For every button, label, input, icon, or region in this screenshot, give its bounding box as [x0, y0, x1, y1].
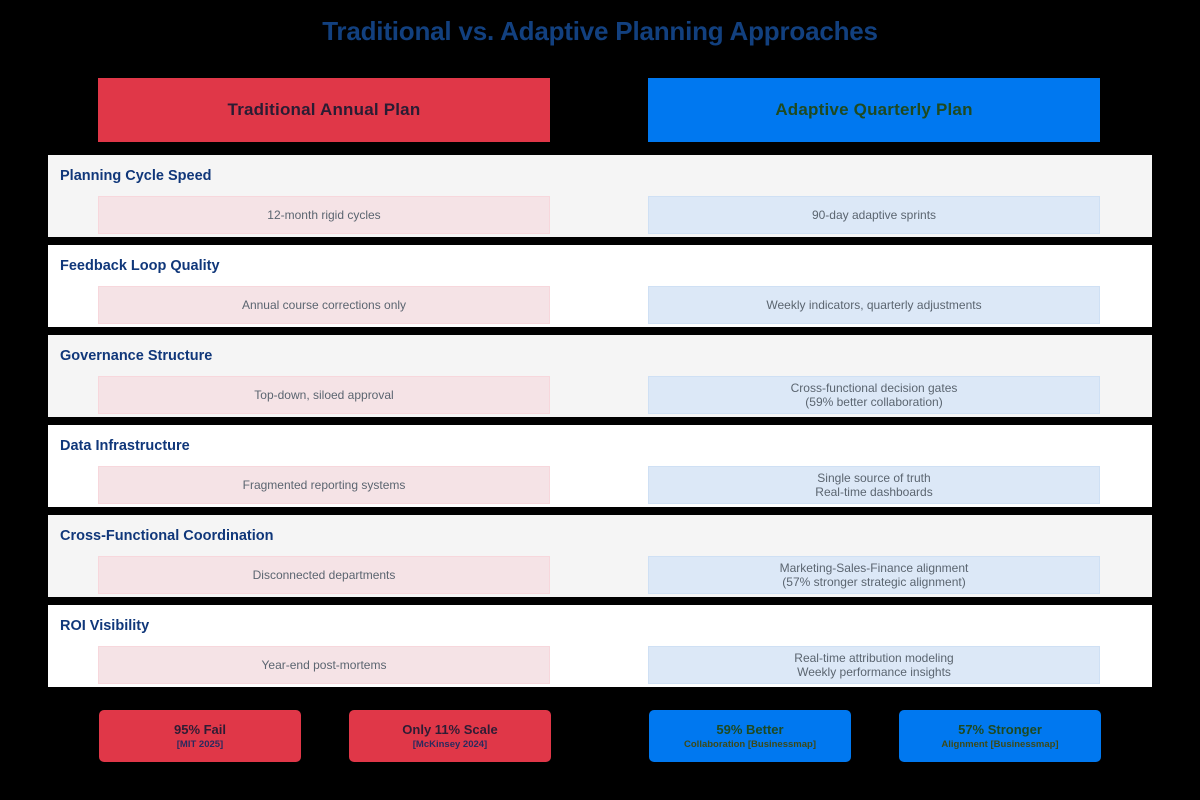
cell-adaptive: 90-day adaptive sprints	[648, 196, 1100, 234]
stat-source: [MIT 2025]	[176, 738, 224, 750]
column-header-adaptive: Adaptive Quarterly Plan	[648, 78, 1100, 142]
cell-line: Cross-functional decision gates	[790, 381, 958, 395]
cell-traditional: Annual course corrections only	[98, 286, 550, 324]
stat-headline: 57% Stronger	[958, 721, 1042, 737]
column-header-bar: Traditional Annual Plan Adaptive Quarter…	[0, 78, 1200, 142]
cell-line: Real-time attribution modeling	[794, 651, 954, 665]
stat-badge-row: 95% Fail[MIT 2025] Only 11% Scale[McKinse…	[0, 710, 1200, 762]
stat-source: [McKinsey 2024]	[412, 738, 488, 750]
cell-line: Marketing-Sales-Finance alignment	[779, 561, 969, 575]
stat-badge[interactable]: Only 11% Scale[McKinsey 2024]	[349, 710, 551, 762]
row-label: ROI Visibility	[60, 618, 150, 634]
cell-line: Fragmented reporting systems	[242, 478, 406, 492]
cell-line: Disconnected departments	[252, 568, 396, 582]
cell-line: 90-day adaptive sprints	[811, 208, 937, 222]
row-label: Data Infrastructure	[60, 438, 190, 454]
cell-line: Year-end post-mortems	[261, 658, 387, 672]
cell-line: Weekly indicators, quarterly adjustments	[766, 298, 982, 312]
cell-traditional: Fragmented reporting systems	[98, 466, 550, 504]
stat-source: Collaboration [Businessmap]	[684, 738, 816, 750]
stat-headline: 95% Fail	[173, 721, 227, 737]
comparison-row: Planning Cycle Speed 12-month rigid cycle…	[48, 155, 1152, 237]
stat-badge[interactable]: 95% Fail[MIT 2025]	[99, 710, 301, 762]
cell-line: (57% stronger strategic alignment)	[782, 575, 966, 589]
cell-traditional: Disconnected departments	[98, 556, 550, 594]
row-label: Feedback Loop Quality	[60, 258, 220, 274]
stat-source: Alignment [Businessmap]	[941, 738, 1059, 750]
cell-line: Annual course corrections only	[241, 298, 407, 312]
cell-adaptive: Cross-functional decision gates(59% bett…	[648, 376, 1100, 414]
cell-line: Single source of truth	[817, 471, 931, 485]
column-header-traditional: Traditional Annual Plan	[98, 78, 550, 142]
cell-line: Top-down, siloed approval	[254, 388, 394, 402]
cell-line: 12-month rigid cycles	[267, 208, 381, 222]
comparison-rows: Planning Cycle Speed 12-month rigid cycle…	[48, 155, 1152, 695]
stat-headline: Only 11% Scale	[402, 721, 498, 737]
row-label: Cross-Functional Coordination	[60, 528, 274, 544]
cell-adaptive: Weekly indicators, quarterly adjustments	[648, 286, 1100, 324]
cell-line: (59% better collaboration)	[805, 395, 943, 409]
page-title: Traditional vs. Adaptive Planning Approa…	[322, 16, 878, 46]
cell-line: Real-time dashboards	[815, 485, 933, 499]
stat-headline: 59% Better	[716, 721, 784, 737]
cell-adaptive: Marketing-Sales-Finance alignment(57% st…	[648, 556, 1100, 594]
row-label: Planning Cycle Speed	[60, 168, 212, 184]
row-label: Governance Structure	[60, 348, 213, 364]
cell-traditional: Year-end post-mortems	[98, 646, 550, 684]
cell-traditional: Top-down, siloed approval	[98, 376, 550, 414]
cell-line: Weekly performance insights	[797, 665, 951, 679]
cell-traditional: 12-month rigid cycles	[98, 196, 550, 234]
